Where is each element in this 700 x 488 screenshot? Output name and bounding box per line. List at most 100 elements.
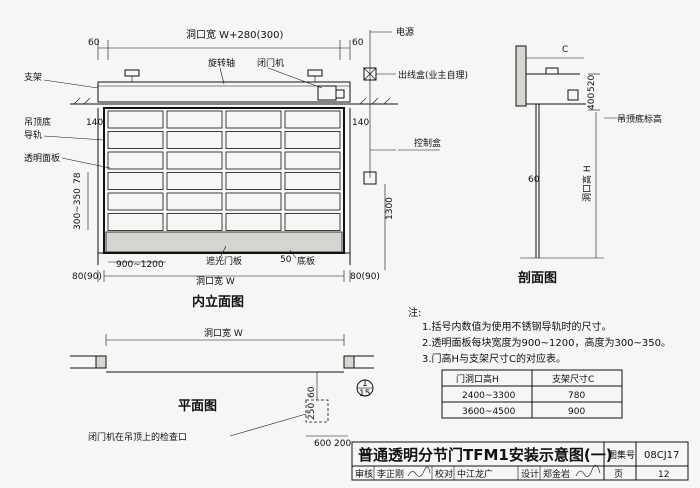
- reviewer-name: 李正刚: [377, 468, 404, 480]
- panel-glass: [284, 213, 341, 231]
- notes-block: 注: 1.括号内数值为使用不锈钢导轨时的尺寸。 2.透明面板每块宽度为900~1…: [408, 306, 671, 419]
- note-item: 2.透明面板每块宽度为900~1200，高度为300~350。: [422, 336, 671, 349]
- panel-glass: [107, 172, 164, 190]
- review-label: 审核: [355, 468, 373, 480]
- label-rotate-shaft: 旋转轴: [208, 57, 235, 69]
- panel-glass: [166, 213, 223, 231]
- transparent-panel-grid: [107, 110, 341, 231]
- table-cell: 3600~4500: [462, 407, 516, 417]
- dim-80-right: 80(90): [350, 272, 380, 282]
- plan-dim-250: 250: [307, 403, 317, 420]
- atlas-number: 08CJ17: [644, 450, 679, 461]
- dim-bottom-width: 洞口宽 W: [196, 275, 235, 287]
- section-view: C 520 400 60 洞口高 H 吊顶底标高 剖面图: [515, 45, 662, 286]
- panel-glass: [284, 172, 341, 190]
- section-dim-520: 520: [587, 75, 597, 92]
- dim-60-left: 60: [88, 38, 100, 48]
- label-shade-panel: 遮光门板: [206, 255, 242, 267]
- dim-60-right: 60: [352, 38, 364, 48]
- panel-glass: [107, 110, 164, 129]
- panel-glass: [107, 151, 164, 170]
- dim-panel-width: 900~1200: [116, 260, 164, 270]
- label-rail: 导轨: [24, 129, 42, 141]
- panel-glass: [225, 192, 282, 211]
- label-door-opener: 闭门机: [257, 57, 284, 69]
- check-label: 校对: [435, 468, 453, 480]
- section-dim-c: C: [562, 45, 568, 55]
- page-label: 页: [614, 469, 623, 480]
- drawing-title: 普通透明分节门TFM1安装示意图(一): [358, 446, 613, 464]
- dim-78: 78: [73, 172, 83, 184]
- panel-glass: [225, 213, 282, 231]
- note-item: 1.括号内数值为使用不锈钢导轨时的尺寸。: [422, 320, 612, 333]
- label-bracket: 支架: [24, 71, 42, 83]
- table-cell: 780: [568, 391, 585, 401]
- elevation-view: 洞口宽 W+280(300) 60 60 旋转轴 闭门机 支架 吊顶底 导: [24, 26, 468, 310]
- table-cell: 900: [568, 407, 585, 417]
- panel-glass: [225, 172, 282, 190]
- design-label: 设计: [521, 468, 539, 480]
- panel-glass: [284, 110, 341, 129]
- panel-glass: [225, 131, 282, 149]
- label-control-box: 控制盒: [414, 137, 441, 149]
- label-bottom-plate: 底板: [297, 255, 315, 267]
- section-dim-height: 洞口高 H: [581, 165, 593, 202]
- panel-glass: [166, 151, 223, 170]
- table-cell: 2400~3300: [462, 391, 516, 401]
- panel-glass: [284, 192, 341, 211]
- designer-signature: [575, 464, 601, 478]
- label-outlet-box: 出线盒(业主自理): [398, 69, 468, 81]
- atlas-label: 图集号: [608, 449, 635, 461]
- callout-bottom: 15: [359, 389, 370, 399]
- plan-dim-200: 200: [334, 439, 351, 449]
- dim-50: 50: [280, 255, 292, 265]
- label-panel: 透明面板: [24, 152, 60, 164]
- plan-dim-60: 60: [307, 386, 317, 398]
- designer-name: 郑金岩: [543, 468, 570, 480]
- checker-name: 中江龙广: [457, 468, 493, 480]
- table-header: 门洞口高H: [456, 373, 499, 385]
- panel-glass: [166, 131, 223, 149]
- panel-glass: [284, 131, 341, 149]
- panel-glass: [284, 151, 341, 170]
- note-item: 3.门高H与支架尺寸C的对应表。: [422, 352, 566, 365]
- callout-top: 1: [362, 379, 368, 389]
- panel-glass: [107, 192, 164, 211]
- label-ceiling-bottom: 吊顶底: [24, 116, 51, 128]
- dim-panel-height: 300~350: [73, 188, 83, 230]
- notes-heading: 注:: [408, 306, 421, 319]
- panel-glass: [107, 131, 164, 149]
- plan-dim-width: 洞口宽 W: [204, 327, 243, 339]
- plan-caption: 平面图: [178, 399, 217, 414]
- title-block: 普通透明分节门TFM1安装示意图(一) 图集号 08CJ17 页 12 审核 李…: [351, 441, 689, 481]
- page-number: 12: [658, 470, 669, 480]
- plan-view: 洞口宽 W 60 250 600 200 1 15 闭门机在吊顶上的检查口 平面…: [70, 327, 374, 449]
- control-box: [363, 171, 377, 185]
- section-dim-400: 400: [587, 93, 597, 110]
- dim-80-left: 80(90): [72, 272, 102, 282]
- panel-glass: [166, 110, 223, 129]
- label-ceiling-level: 吊顶底标高: [617, 113, 662, 125]
- panel-glass: [166, 192, 223, 211]
- elevation-caption: 内立面图: [192, 294, 244, 310]
- section-caption: 剖面图: [518, 270, 557, 286]
- dim-140-left: 140: [86, 118, 103, 128]
- panel-glass: [225, 110, 282, 129]
- section-dim-60: 60: [528, 175, 540, 185]
- dim-top-width: 洞口宽 W+280(300): [186, 28, 284, 41]
- dim-140-right: 140: [352, 118, 369, 128]
- panel-glass: [225, 151, 282, 170]
- label-power: 电源: [396, 26, 414, 38]
- door-frame: [103, 107, 345, 254]
- plan-dim-600: 600: [314, 439, 331, 449]
- table-header: 支架尺寸C: [552, 373, 594, 385]
- panel-glass: [166, 172, 223, 190]
- reviewer-signature: [407, 466, 431, 477]
- ceiling-hatch: [73, 97, 391, 105]
- panel-glass: [107, 213, 164, 231]
- label-access: 闭门机在吊顶上的检查口: [88, 431, 187, 443]
- dim-1300: 1300: [385, 197, 395, 220]
- door-opener-box: [317, 85, 337, 101]
